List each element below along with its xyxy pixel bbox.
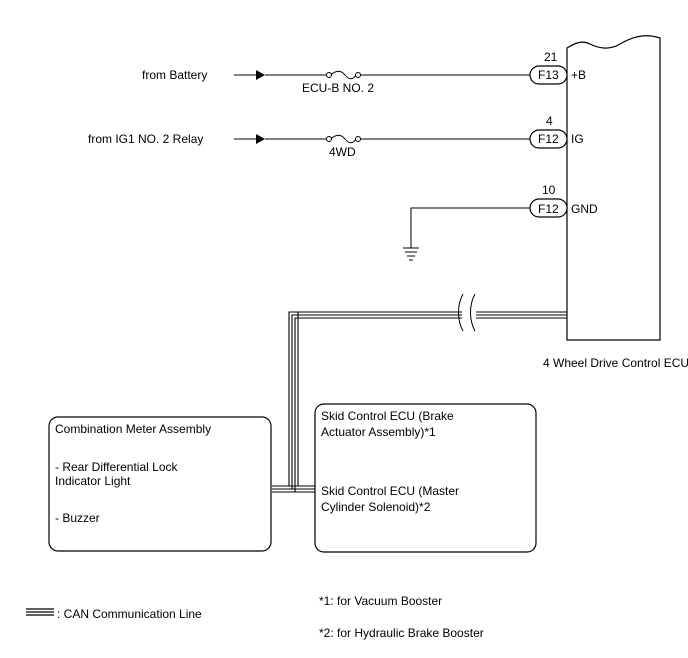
connector-bplus-code: F13 (538, 68, 559, 82)
note-1: *1: for Vacuum Booster (319, 594, 442, 608)
input-ig1-label: from IG1 NO. 2 Relay (88, 132, 203, 146)
arrow-ig1 (256, 134, 265, 144)
skid-control-line3: Skid Control ECU (Master (321, 484, 459, 498)
can-bus (272, 311, 567, 493)
ecu-box (566, 35, 661, 341)
combination-meter-box (48, 416, 272, 552)
pin-ig-number: 4 (546, 114, 553, 128)
fuse-ecu-b (326, 70, 361, 80)
fuse-4wd (326, 134, 361, 144)
connector-ig-code: F12 (538, 132, 559, 146)
connector-gnd-code: F12 (538, 202, 559, 216)
fuse-ecu-b-label: ECU-B NO. 2 (302, 81, 374, 95)
terminal-gnd: GND (571, 202, 598, 216)
ground-symbol (403, 247, 419, 261)
combination-meter-item2: - Buzzer (55, 511, 100, 525)
combination-meter-title: Combination Meter Assembly (55, 422, 211, 436)
combination-meter-item1-line1: - Rear Differential Lock (55, 460, 178, 474)
can-legend-label: : CAN Communication Line (57, 607, 202, 621)
skid-control-line2: Actuator Assembly)*1 (321, 425, 436, 439)
connector-ig (529, 129, 568, 149)
skid-control-box (314, 403, 537, 553)
fuse-4wd-label: 4WD (329, 145, 356, 159)
skid-control-line4: Cylinder Solenoid)*2 (321, 500, 431, 514)
can-legend-symbol (26, 608, 54, 616)
can-break-mark (458, 293, 476, 332)
terminal-bplus: +B (571, 68, 586, 82)
pin-bplus-number: 21 (544, 50, 558, 64)
connector-gnd (529, 198, 568, 218)
skid-control-line1: Skid Control ECU (Brake (321, 409, 454, 423)
connector-bplus (529, 65, 568, 85)
ecu-label: 4 Wheel Drive Control ECU (543, 356, 688, 370)
terminal-ig: IG (571, 132, 584, 146)
pin-gnd-number: 10 (542, 183, 556, 197)
combination-meter-item1-line2: Indicator Light (55, 474, 131, 488)
input-battery-label: from Battery (142, 68, 207, 82)
arrow-battery (256, 70, 265, 80)
note-2: *2: for Hydraulic Brake Booster (319, 626, 484, 640)
